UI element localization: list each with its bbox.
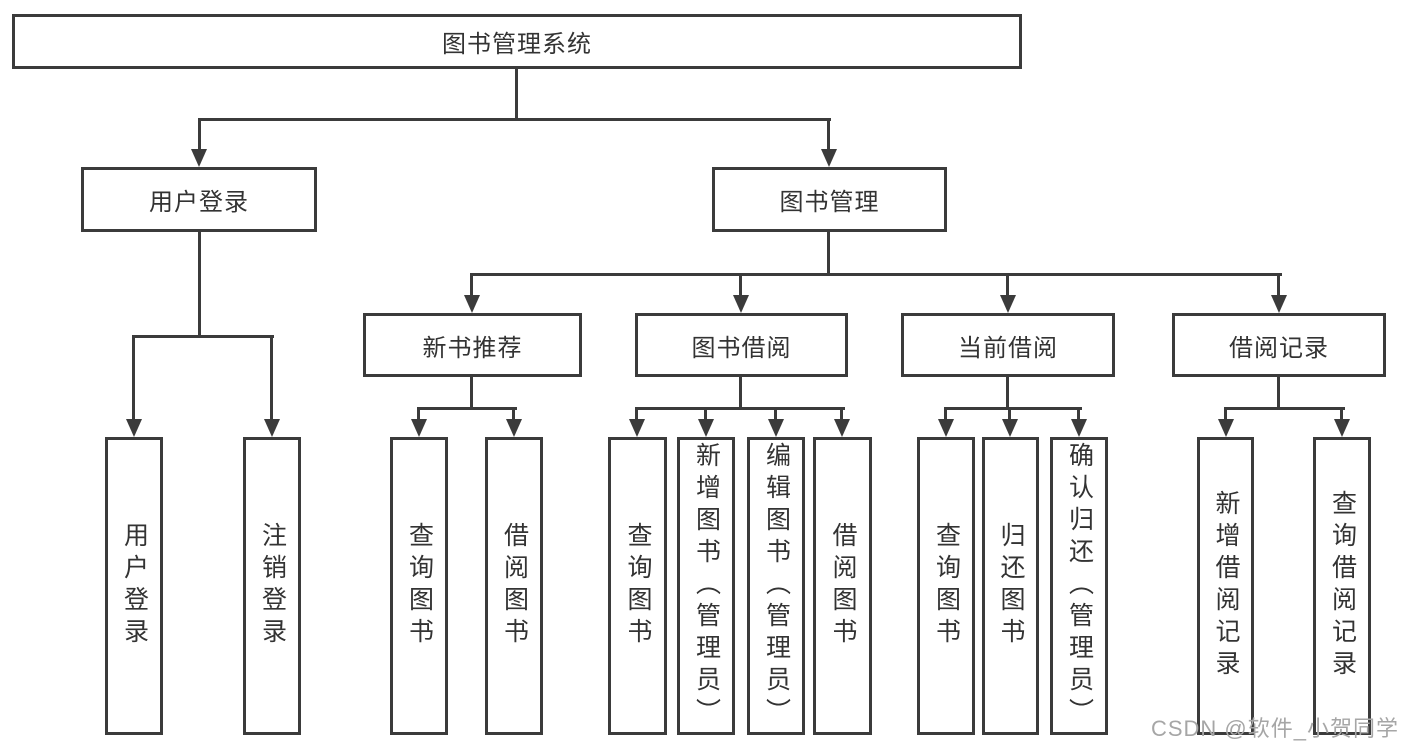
arrow-down-icon: [411, 419, 427, 437]
leaf-cb-query-books-label: 查询图书: [932, 522, 961, 650]
connector-rec-drop-1: [417, 407, 420, 421]
leaf-logout: 注销登录: [243, 437, 301, 735]
node-book-management: 图书管理: [712, 167, 947, 232]
arrow-down-icon: [1271, 295, 1287, 313]
arrow-down-icon: [733, 295, 749, 313]
leaf-user-login-label: 用户登录: [120, 522, 149, 650]
leaf-bb-query-books-label: 查询图书: [624, 522, 652, 650]
leaf-br-add-record-label: 新增借阅记录: [1212, 490, 1240, 682]
arrow-down-icon: [1334, 419, 1350, 437]
leaf-br-query-record-label: 查询借阅记录: [1328, 490, 1357, 682]
connector-cb-bar: [944, 407, 1082, 410]
arrow-down-icon: [264, 419, 280, 437]
arrow-down-icon: [1002, 419, 1018, 437]
connector-login-bar: [132, 335, 274, 338]
leaf-bb-add-books-admin: 新增图书（管理员）: [677, 437, 735, 735]
connector-bb-drop-1: [635, 407, 638, 421]
node-current-borrow-label: 当前借阅: [958, 334, 1058, 362]
connector-root-stem: [515, 68, 518, 120]
arrow-down-icon: [506, 419, 522, 437]
leaf-bb-query-books: 查询图书: [608, 437, 667, 735]
connector-bb-drop-2: [704, 407, 707, 421]
arrow-down-icon: [938, 419, 954, 437]
connector-br-bar: [1224, 407, 1345, 410]
arrow-down-icon: [464, 295, 480, 313]
connector-mgmt-drop-3: [1006, 273, 1009, 297]
node-current-borrow: 当前借阅: [901, 313, 1115, 377]
leaf-bb-edit-books-admin: 编辑图书（管理员）: [747, 437, 805, 735]
leaf-user-login: 用户登录: [105, 437, 163, 735]
node-user-login-label: 用户登录: [149, 189, 249, 216]
connector-bb-drop-3: [774, 407, 777, 421]
leaf-cb-confirm-return-admin: 确认归还（管理员）: [1050, 437, 1108, 735]
connector-br-drop-1: [1224, 407, 1227, 421]
arrow-down-icon: [698, 419, 714, 437]
connector-root-drop-right: [827, 118, 830, 151]
arrow-down-icon: [1000, 295, 1016, 313]
arrow-down-icon: [821, 149, 837, 167]
node-borrow-records: 借阅记录: [1172, 313, 1386, 377]
connector-br-drop-2: [1340, 407, 1343, 421]
leaf-cb-confirm-return-admin-label: 确认归还（管理员）: [1065, 442, 1094, 730]
connector-rec-stem: [470, 377, 473, 410]
arrow-down-icon: [126, 419, 142, 437]
node-new-book-recommend-label: 新书推荐: [422, 334, 523, 362]
leaf-cb-query-books: 查询图书: [917, 437, 975, 735]
leaf-bb-edit-books-admin-label: 编辑图书（管理员）: [762, 442, 791, 730]
node-new-book-recommend: 新书推荐: [363, 313, 582, 377]
arrow-down-icon: [629, 419, 645, 437]
arrow-down-icon: [1218, 419, 1234, 437]
arrow-down-icon: [191, 149, 207, 167]
leaf-bb-borrow-books-label: 借阅图书: [829, 522, 857, 650]
connector-root-drop-left: [198, 118, 201, 151]
node-book-borrow: 图书借阅: [635, 313, 848, 377]
connector-cb-stem: [1006, 377, 1009, 410]
leaf-rec-borrow-books-label: 借阅图书: [500, 522, 529, 650]
node-user-login: 用户登录: [81, 167, 317, 232]
arrow-down-icon: [834, 419, 850, 437]
connector-bb-stem: [739, 377, 742, 410]
leaf-cb-return-books-label: 归还图书: [997, 522, 1025, 650]
connector-login-stem: [198, 232, 201, 338]
connector-mgmt-drop-4: [1277, 273, 1280, 297]
connector-login-drop-left: [132, 335, 135, 421]
leaf-br-add-record: 新增借阅记录: [1197, 437, 1254, 735]
connector-mgmt-drop-2: [739, 273, 742, 297]
connector-mgmt-stem: [827, 232, 830, 276]
leaf-bb-borrow-books: 借阅图书: [813, 437, 872, 735]
leaf-rec-borrow-books: 借阅图书: [485, 437, 543, 735]
leaf-logout-label: 注销登录: [258, 522, 287, 650]
connector-bb-drop-4: [840, 407, 843, 421]
connector-root-bar: [198, 118, 831, 121]
connector-mgmt-bar: [471, 273, 1282, 276]
connector-mgmt-drop-1: [470, 273, 473, 297]
node-book-management-label: 图书管理: [779, 189, 880, 216]
leaf-cb-return-books: 归还图书: [982, 437, 1039, 735]
leaf-rec-query-books: 查询图书: [390, 437, 448, 735]
leaf-rec-query-books-label: 查询图书: [405, 522, 434, 650]
connector-bb-bar: [635, 407, 845, 410]
node-borrow-records-label: 借阅记录: [1229, 334, 1329, 362]
connector-rec-drop-2: [512, 407, 515, 421]
leaf-br-query-record: 查询借阅记录: [1313, 437, 1371, 735]
arrow-down-icon: [1071, 419, 1087, 437]
node-root: 图书管理系统: [12, 14, 1022, 69]
connector-cb-drop-1: [944, 407, 947, 421]
connector-cb-drop-2: [1008, 407, 1011, 421]
connector-login-drop-right: [270, 335, 273, 421]
arrow-down-icon: [768, 419, 784, 437]
node-book-borrow-label: 图书借阅: [691, 334, 792, 362]
connector-cb-drop-3: [1077, 407, 1080, 421]
connector-rec-bar: [417, 407, 517, 410]
connector-br-stem: [1277, 377, 1280, 410]
leaf-bb-add-books-admin-label: 新增图书（管理员）: [692, 442, 721, 730]
node-root-label: 图书管理系统: [442, 31, 592, 58]
csdn-watermark: CSDN @软件_小贺同学: [1150, 716, 1399, 741]
